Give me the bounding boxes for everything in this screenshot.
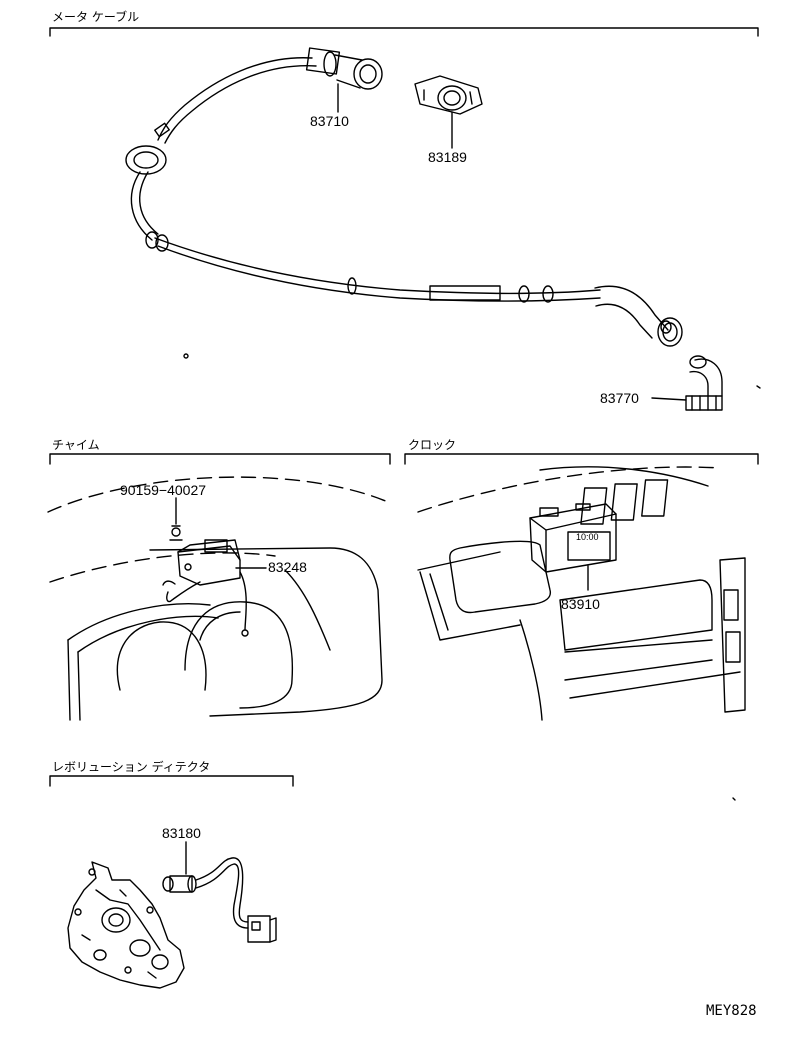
meter-cable-bracket	[49, 27, 759, 37]
chime-bracket	[49, 453, 391, 465]
section-title-clock: クロック	[408, 438, 457, 452]
revolution-detector-bracket	[49, 775, 294, 787]
diagram-code: MEY828	[706, 1003, 757, 1019]
section-title-revolution-detector: レボリューション ディテクタ	[52, 760, 211, 774]
clock-dashboard	[417, 466, 746, 721]
meter-cable-assembly	[125, 47, 761, 411]
part-number-83180: 83180	[162, 825, 201, 841]
leader-83770	[651, 397, 687, 401]
part-number-83770: 83770	[600, 390, 639, 406]
section-title-chime: チャイム	[52, 438, 100, 452]
clock-bracket	[404, 453, 759, 465]
chime-dashboard	[47, 476, 389, 721]
revolution-detector-assembly	[67, 857, 277, 989]
part-number-83710: 83710	[310, 113, 349, 129]
clock-display: 10:00	[576, 532, 599, 542]
part-number-90159-40027: 90159−40027	[120, 482, 207, 498]
part-number-83910: 83910	[561, 596, 600, 612]
section-title-meter-cable: メータ ケーブル	[52, 10, 140, 24]
part-number-83248: 83248	[268, 559, 307, 575]
part-number-83189: 83189	[428, 149, 467, 165]
